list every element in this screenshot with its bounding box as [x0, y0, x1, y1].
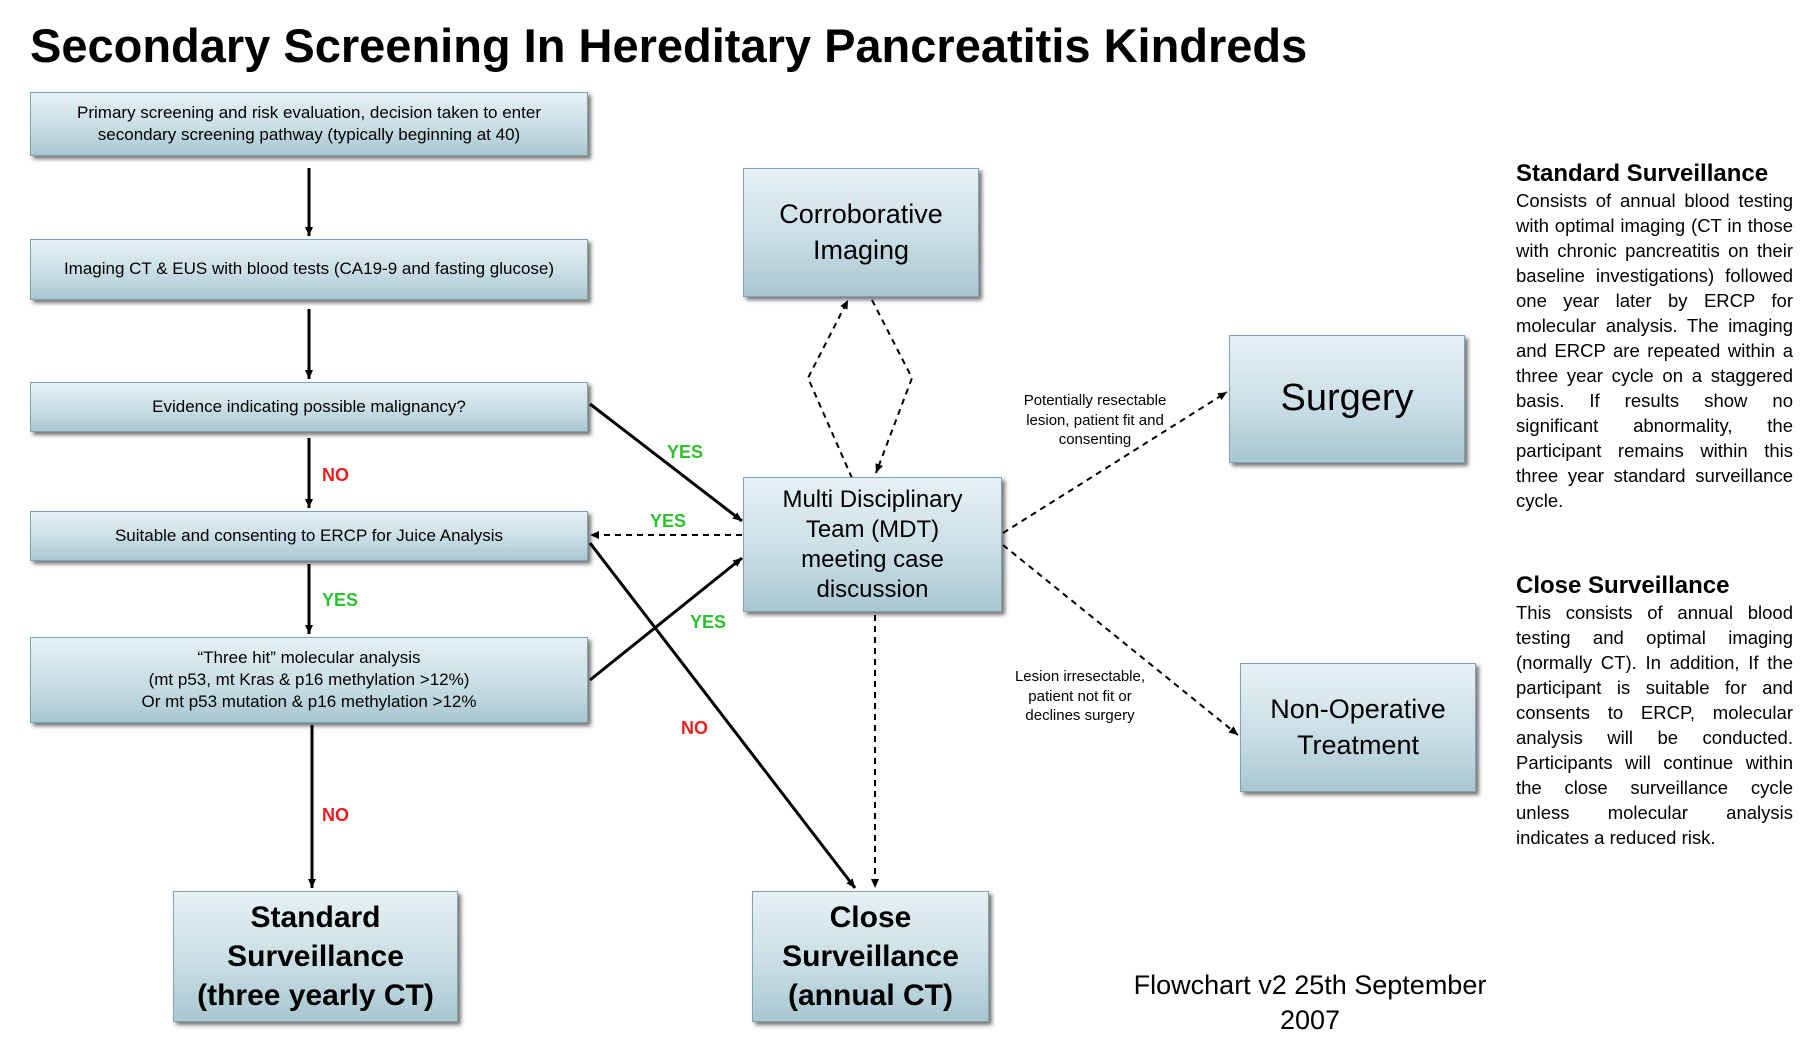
flowchart-version-footer: Flowchart v2 25th September 2007 [1133, 970, 1487, 1035]
note-resectable: Potentially resectable lesion, patient f… [1023, 392, 1167, 448]
label-yes-threehit: YES [690, 612, 727, 632]
note-irresectable: Lesion irresectable, patient not fit or … [1014, 668, 1146, 724]
box-evidence-malignancy: Evidence indicating possible malignancy? [30, 382, 588, 432]
box-primary-screening: Primary screening and risk evaluation, d… [30, 92, 588, 156]
label-yes-ercp: YES [322, 590, 359, 610]
box-non-operative-treatment: Non-Operative Treatment [1240, 663, 1476, 792]
arrow-mdt-to-surgery [1002, 391, 1228, 534]
arrow-threehit-to-mdt [589, 556, 743, 682]
sidebar-standard-heading: Standard Surveillance [1516, 160, 1769, 187]
page-title: Secondary Screening In Hereditary Pancre… [30, 19, 1308, 72]
sidebar-close-surveillance: Close Surveillance This consists of annu… [1516, 572, 1793, 850]
box-ercp-juice-analysis: Suitable and consenting to ERCP for Juic… [30, 511, 588, 561]
arrow-corroborative-to-mdt [871, 299, 914, 474]
label-yes-mdt-ercp: YES [650, 511, 687, 531]
sidebar-standard-text: Consists of annual blood testing with op… [1516, 190, 1793, 511]
label-no-threehit: NO [322, 805, 349, 825]
box-three-hit-analysis: “Three hit” molecular analysis (mt p53, … [30, 637, 588, 723]
arrow-evidence-to-mdt [589, 402, 743, 523]
sidebar-close-heading: Close Surveillance [1516, 572, 1730, 599]
box-surgery: Surgery [1229, 335, 1465, 463]
box-imaging-ct-eus: Imaging CT & EUS with blood tests (CA19-… [30, 239, 588, 300]
label-no-evidence: NO [322, 465, 349, 485]
sidebar-standard-surveillance: Standard Surveillance Consists of annual… [1516, 160, 1793, 513]
label-no-ercp-close: NO [681, 718, 708, 738]
box-mdt-discussion: Multi Disciplinary Team (MDT) meeting ca… [743, 477, 1002, 612]
sidebar-close-text: This consists of annual blood testing an… [1516, 602, 1793, 848]
box-standard-surveillance: Standard Surveillance (three yearly CT) [173, 891, 458, 1022]
box-close-surveillance: Close Surveillance (annual CT) [752, 891, 989, 1022]
arrow-ercp-to-close [588, 542, 857, 889]
label-yes-evidence: YES [667, 442, 704, 462]
arrow-mdt-to-corroborative [806, 299, 853, 479]
box-corroborative-imaging: Corroborative Imaging [743, 168, 979, 297]
